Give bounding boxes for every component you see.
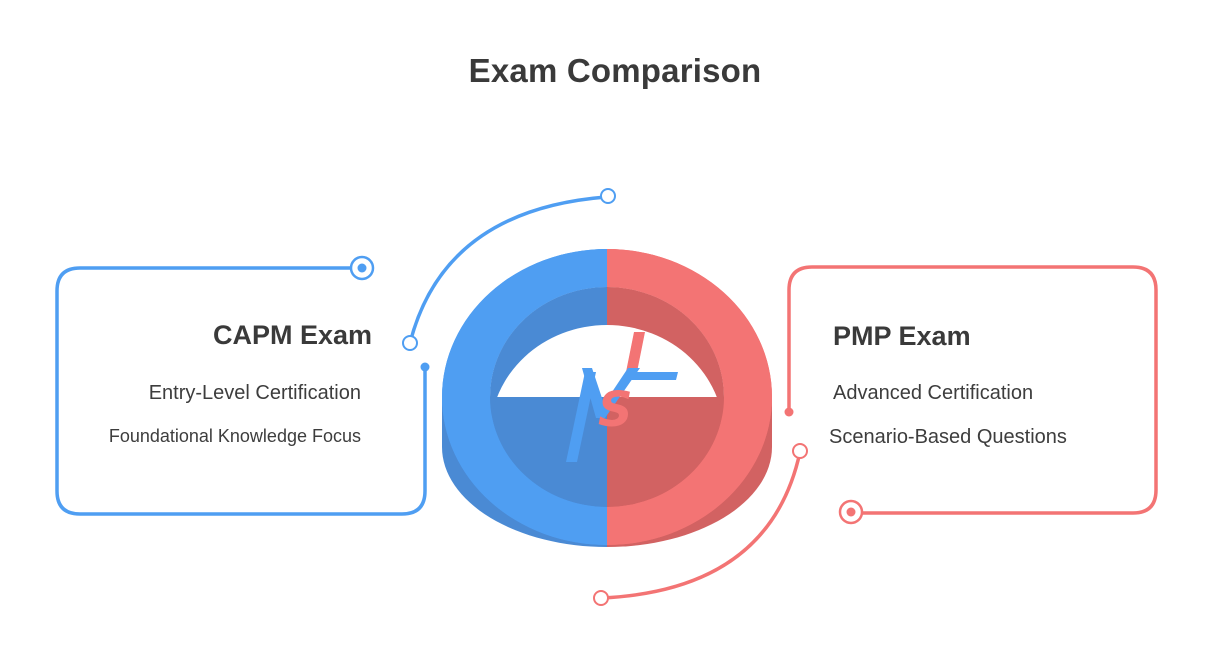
left-arc-end-bottom [402,335,418,351]
page-title: Exam Comparison [468,52,762,89]
left-heading: CAPM Exam [212,320,372,350]
right-arc-end-bottom [593,590,609,606]
left-arc-end-top [600,188,616,204]
left-connector-arc [408,195,608,345]
right-arc-end-top [792,443,808,459]
left-item-2: Foundational Knowledge Focus [108,426,361,446]
right-panel-frame [787,265,1158,515]
vs-letter-s: S [598,382,633,438]
right-connector-arc [600,450,802,600]
right-item-1: Advanced Certification [833,382,1034,404]
vs-badge [566,332,678,462]
right-panel-end-dot [784,407,794,417]
left-item-1: Entry-Level Certification [148,382,361,404]
ring-top-face [442,249,772,545]
right-item-2: Scenario-Based Questions [829,426,1067,448]
left-panel-end-dot [420,362,430,372]
left-panel-frame [55,266,427,516]
right-heading: PMP Exam [833,321,971,351]
